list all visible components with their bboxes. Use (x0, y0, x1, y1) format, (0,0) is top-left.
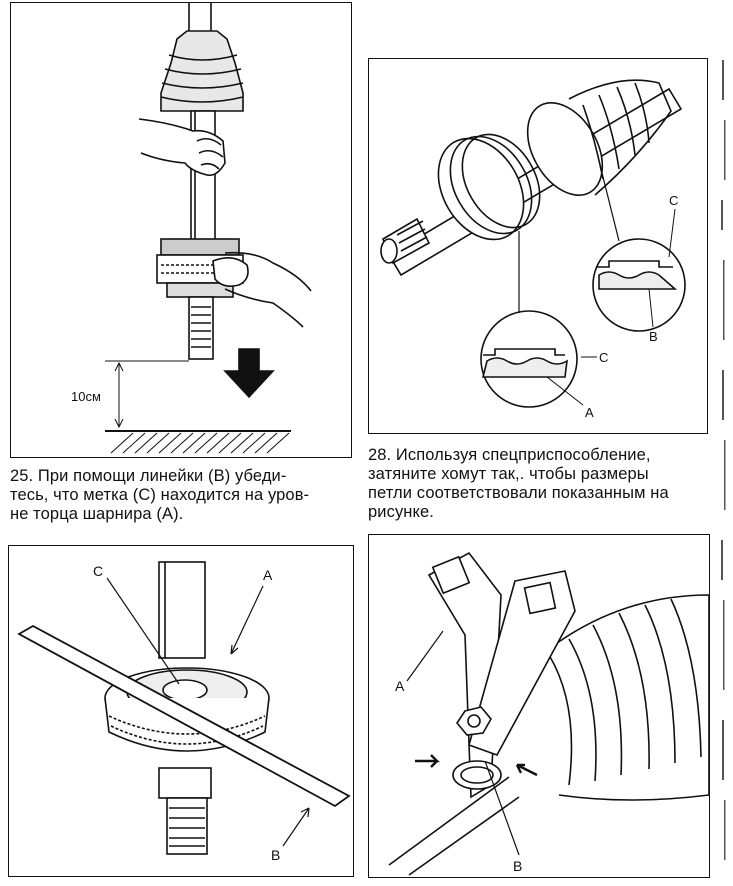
figure-28-illustration: C A C B (380, 79, 686, 420)
caption-28-line-2: затяните хомут так,. чтобы размеры (368, 465, 649, 483)
label-c-lower: C (599, 350, 608, 365)
caption-25-line-1: 25. При помощи линейки (В) убеди- (10, 467, 287, 485)
caption-28-line-3: петли соответствовали показанным на (368, 484, 669, 502)
label-a: A (585, 405, 594, 420)
label-a: A (395, 678, 405, 694)
scan-edge-artifact (721, 60, 726, 860)
label-a: A (263, 567, 273, 583)
caption-28-line-4: рисунке. (368, 503, 434, 521)
caption-25-line-3: не торца шарнира (А). (10, 505, 184, 523)
caption-28-line-1: 28. Используя спецприспособление, (368, 446, 651, 464)
figure-29-illustration: A B (388, 551, 709, 876)
label-c-upper: C (669, 193, 678, 208)
label-b: B (271, 847, 280, 863)
label-b-upper: B (649, 329, 658, 344)
caption-25-line-2: тесь, что метка (С) находится на уров- (10, 486, 310, 504)
caption-step-28: 28. Используя спецприспособление, затяни… (368, 446, 713, 522)
label-c: C (93, 563, 103, 579)
caption-step-25: 25. При помощи линейки (В) убеди- тесь, … (10, 467, 352, 524)
figure-25-panel: 10см (10, 2, 352, 458)
figure-29-panel: A B (368, 534, 710, 878)
figure-25-illustration: 10см (71, 3, 312, 454)
dimension-10cm-label: 10см (71, 389, 101, 404)
figure-26-panel: C A B (8, 545, 354, 877)
figure-28-panel: C A C B (368, 58, 708, 434)
figure-26-illustration: C A B (17, 561, 351, 863)
label-b: B (513, 858, 522, 874)
